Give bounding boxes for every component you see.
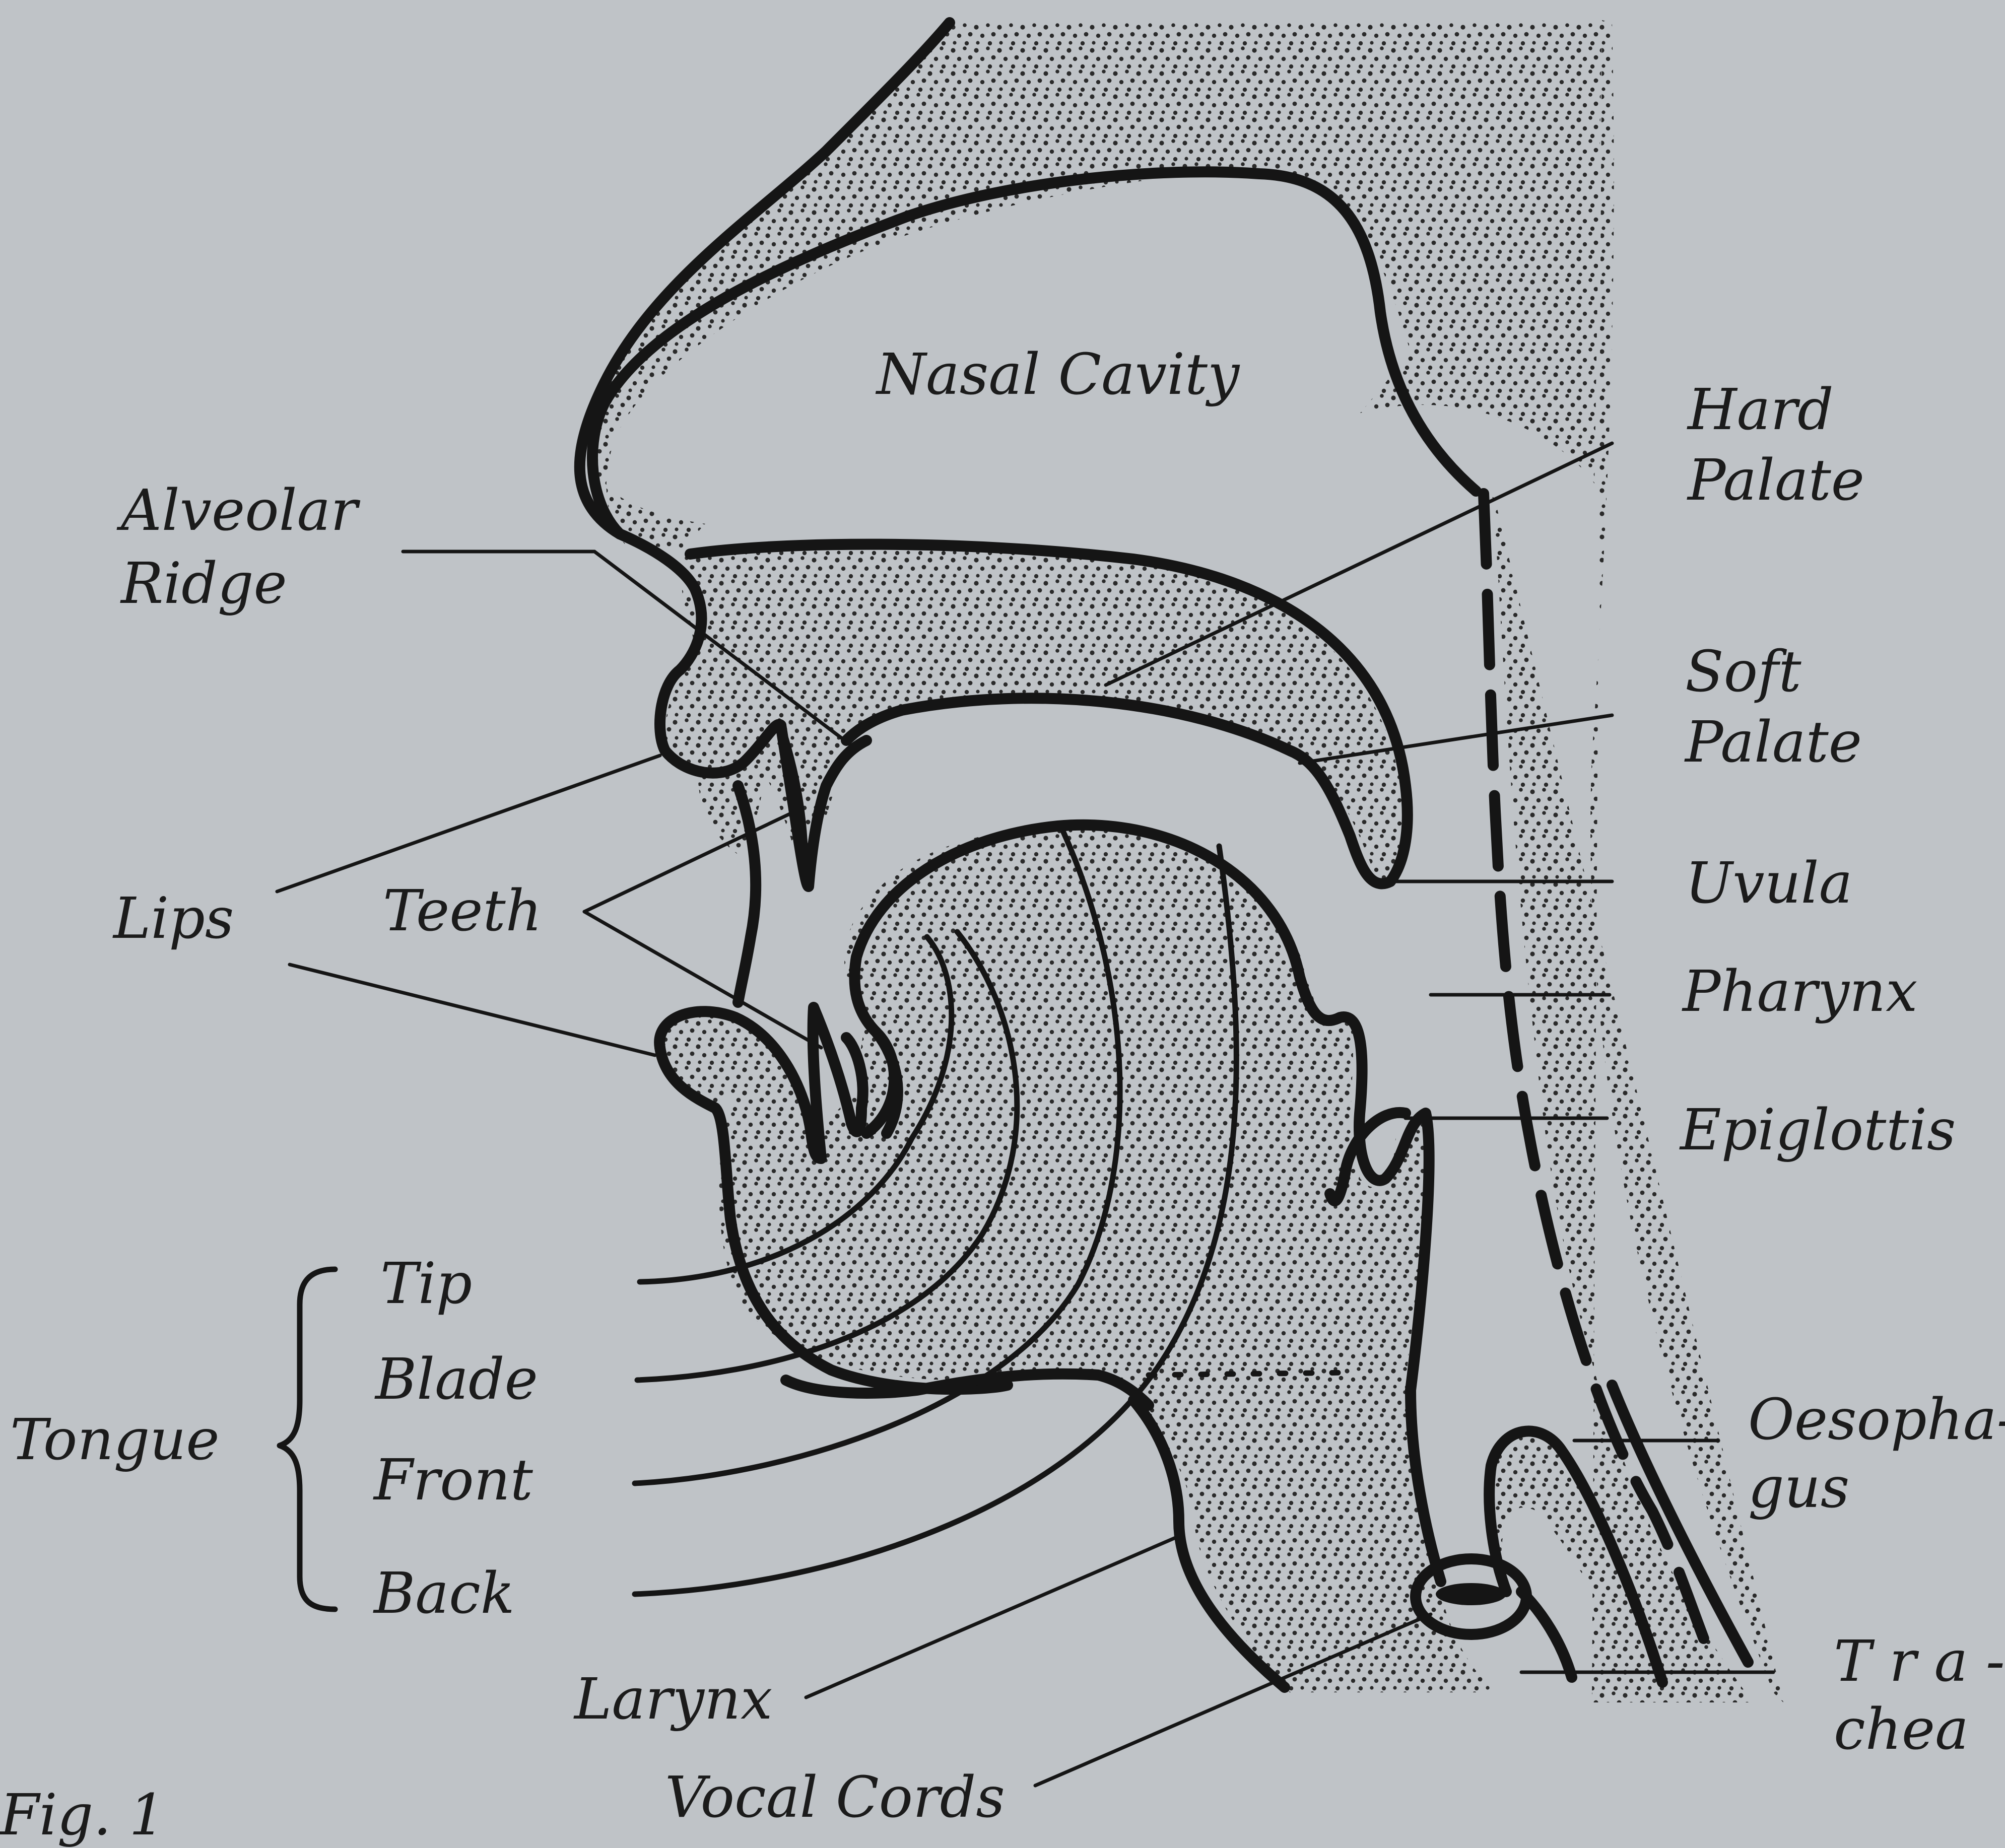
label-tongue-blade: Blade — [375, 1347, 538, 1412]
label-trachea-line1: T r a - — [1834, 1629, 2005, 1694]
label-tongue: Tongue — [10, 1408, 220, 1472]
label-tongue-back: Back — [374, 1561, 515, 1626]
label-trachea-line2: chea — [1834, 1697, 1969, 1762]
label-hard-palate-line1: Hard — [1688, 378, 1834, 442]
label-alveolar-ridge-line1: Alveolar — [121, 478, 358, 543]
label-larynx: Larynx — [574, 1667, 772, 1732]
label-pharynx: Pharynx — [1683, 960, 1917, 1024]
label-tongue-front: Front — [374, 1448, 533, 1513]
label-oesophagus-line1: Oesopha- — [1748, 1388, 2005, 1452]
label-nasal-cavity: Nasal Cavity — [877, 343, 1239, 407]
label-lips: Lips — [113, 886, 234, 951]
lips-leader-upper — [277, 756, 660, 892]
tongue-brace — [280, 1269, 335, 1609]
teeth-leader-upper — [584, 811, 796, 912]
larynx-leader — [806, 1536, 1179, 1697]
lips-leader-lower — [290, 965, 655, 1055]
label-hard-palate-line2: Palate — [1688, 448, 1864, 513]
label-vocal-cords: Vocal Cords — [665, 1765, 1005, 1830]
vocal-cords-slit — [1436, 1583, 1506, 1605]
label-tongue-tip: Tip — [380, 1252, 472, 1316]
label-soft-palate-line2: Palate — [1685, 710, 1862, 775]
label-soft-palate-line1: Soft — [1685, 640, 1801, 704]
label-oesophagus-line2: gus — [1748, 1456, 1849, 1520]
label-alveolar-ridge-line2: Ridge — [121, 552, 287, 616]
figure-caption: Fig. 1 — [0, 1783, 165, 1847]
tongue-tissue — [719, 826, 1428, 1390]
label-uvula: Uvula — [1685, 851, 1852, 916]
label-epiglottis: Epiglottis — [1680, 1098, 1956, 1162]
label-teeth: Teeth — [383, 879, 542, 943]
